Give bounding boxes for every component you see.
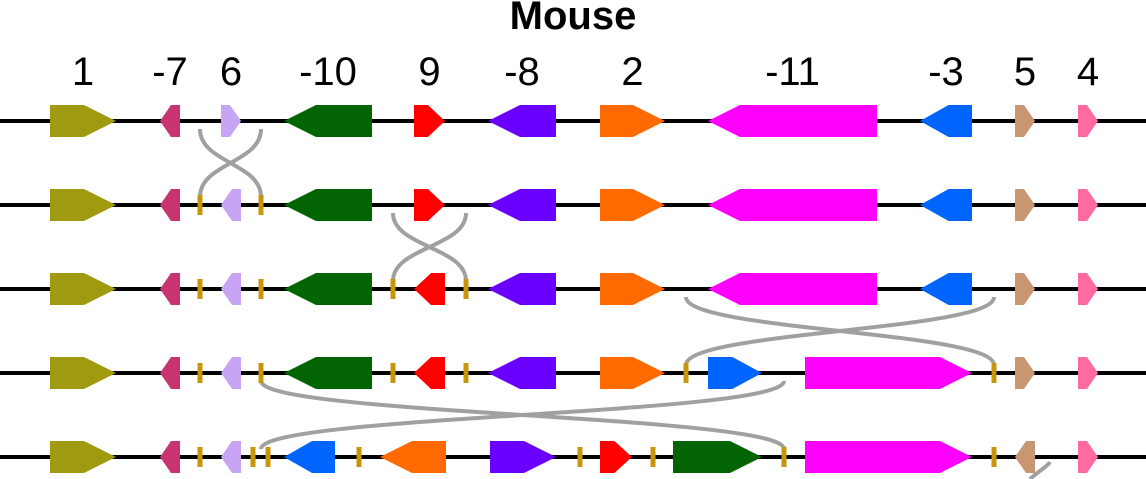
gene-9-row-5 xyxy=(600,441,632,473)
gene-4-row-4 xyxy=(1078,357,1098,389)
gene-4-row-1 xyxy=(1078,105,1098,137)
gene-5-row-2 xyxy=(1015,189,1035,221)
gene-label-neg3: -3 xyxy=(928,50,964,94)
gene-11-row-5 xyxy=(805,441,972,473)
breakpoint-mark-2-1 xyxy=(197,195,203,215)
gene-8-row-1 xyxy=(488,105,556,137)
breakpoint-mark-5-6 xyxy=(650,447,656,467)
gene-8-row-3 xyxy=(488,273,556,305)
gene-6-row-3 xyxy=(221,273,241,305)
gene-label-2: 2 xyxy=(621,50,644,94)
inversion-arc-1-2 xyxy=(198,128,263,198)
gene-1-row-2 xyxy=(50,189,116,221)
gene-1-row-5 xyxy=(50,441,116,473)
gene-8-row-2 xyxy=(488,189,556,221)
breakpoint-mark-4-6 xyxy=(991,363,997,383)
gene-8-row-4 xyxy=(488,357,556,389)
gene-2-row-5 xyxy=(380,441,446,473)
breakpoint-mark-5-5 xyxy=(577,447,583,467)
gene-11-row-3 xyxy=(708,273,877,305)
gene-11-row-2 xyxy=(708,189,877,221)
breakpoint-mark-5-2 xyxy=(250,447,256,467)
gene-3-row-1 xyxy=(920,105,972,137)
breakpoint-mark-4-2 xyxy=(258,363,264,383)
gene-7-row-1 xyxy=(160,105,180,137)
gene-label-neg8: -8 xyxy=(504,50,540,94)
gene-3-row-5 xyxy=(284,441,335,473)
gene-10-row-1 xyxy=(284,105,372,137)
gene-6-row-2 xyxy=(221,189,241,221)
gene-11-row-1 xyxy=(708,105,877,137)
inversion-arc-2-2 xyxy=(391,212,468,282)
gene-6-row-5 xyxy=(221,441,241,473)
gene-10-row-4 xyxy=(284,357,372,389)
gene-label-4: 4 xyxy=(1076,50,1100,94)
breakpoint-mark-5-1 xyxy=(197,447,203,467)
gene-label-neg11: -11 xyxy=(765,50,820,94)
gene-2-row-4 xyxy=(600,357,665,389)
gene-6-row-4 xyxy=(221,357,241,389)
gene-label-5: 5 xyxy=(1013,50,1037,94)
gene-label-1: 1 xyxy=(71,50,95,94)
gene-7-row-2 xyxy=(160,189,180,221)
breakpoint-mark-4-1 xyxy=(197,363,203,383)
gene-2-row-1 xyxy=(600,105,665,137)
gene-10-row-2 xyxy=(284,189,372,221)
gene-9-row-2 xyxy=(414,189,445,221)
breakpoint-mark-3-3 xyxy=(390,279,396,299)
inversion-arc-4-2 xyxy=(259,380,786,450)
gene-9-row-4 xyxy=(414,357,445,389)
gene-4-row-2 xyxy=(1078,189,1098,221)
gene-2-row-3 xyxy=(600,273,665,305)
breakpoint-mark-3-4 xyxy=(463,279,469,299)
gene-label-neg10: -10 xyxy=(299,50,357,94)
gene-9-row-1 xyxy=(414,105,445,137)
gene-3-row-4 xyxy=(708,357,762,389)
gene-label-neg7: -7 xyxy=(152,50,188,94)
inversion-arc-tail xyxy=(1028,460,1052,479)
gene-3-row-2 xyxy=(920,189,972,221)
gene-7-row-4 xyxy=(160,357,180,389)
breakpoint-mark-5-3 xyxy=(265,447,271,467)
gene-2-row-2 xyxy=(600,189,665,221)
gene-5-row-4 xyxy=(1015,357,1035,389)
gene-3-row-3 xyxy=(920,273,972,305)
gene-4-row-3 xyxy=(1078,273,1098,305)
gene-5-row-5 xyxy=(1015,441,1035,473)
breakpoint-mark-2-2 xyxy=(258,195,264,215)
gene-5-row-3 xyxy=(1015,273,1035,305)
breakpoint-mark-4-4 xyxy=(463,363,469,383)
gene-7-row-3 xyxy=(160,273,180,305)
inversion-arc-3-2 xyxy=(684,296,996,366)
gene-1-row-4 xyxy=(50,357,116,389)
breakpoint-mark-3-2 xyxy=(258,279,264,299)
breakpoint-mark-5-7 xyxy=(781,447,787,467)
gene-4-row-5 xyxy=(1078,441,1098,473)
gene-1-row-1 xyxy=(50,105,116,137)
gene-10-row-3 xyxy=(284,273,372,305)
breakpoint-mark-4-5 xyxy=(683,363,689,383)
gene-label-9: 9 xyxy=(418,50,441,94)
gene-1-row-3 xyxy=(50,273,116,305)
gene-10-row-5 xyxy=(673,441,762,473)
gene-label-6: 6 xyxy=(219,50,243,94)
breakpoint-mark-4-3 xyxy=(390,363,396,383)
breakpoint-mark-5-4 xyxy=(356,447,362,467)
gene-11-row-4 xyxy=(805,357,972,389)
breakpoint-mark-5-8 xyxy=(991,447,997,467)
diagram-title: Mouse xyxy=(509,0,637,38)
gene-7-row-5 xyxy=(160,441,180,473)
gene-9-row-3 xyxy=(414,273,445,305)
breakpoint-mark-3-1 xyxy=(197,279,203,299)
gene-8-row-5 xyxy=(490,441,556,473)
gene-5-row-1 xyxy=(1015,105,1035,137)
gene-6-row-1 xyxy=(221,105,241,137)
